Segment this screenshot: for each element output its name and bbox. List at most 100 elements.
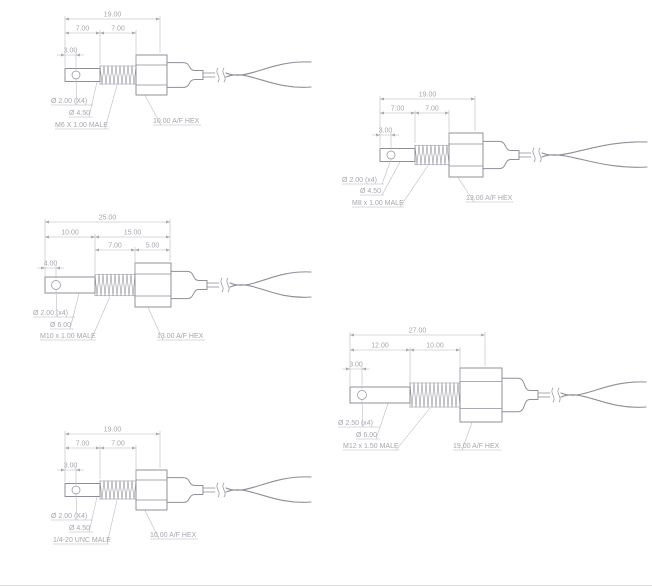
label-thread: M6 X 1.00 MALE [55, 122, 108, 129]
sensor-body [501, 377, 539, 413]
dim-arrow [415, 111, 419, 115]
dim-text-overall: 25.00 [99, 215, 117, 222]
label-dia: Ø 4.50 [360, 188, 381, 195]
cross-hole [357, 390, 367, 400]
dim-text-segB: 7.00 [111, 26, 125, 33]
hex-nut [135, 469, 168, 511]
dim-text-segA: 12.00 [371, 343, 389, 350]
dimension-tipDim: 4.00 [37, 261, 64, 270]
lead-wire [225, 489, 312, 503]
dim-arrow [45, 235, 49, 239]
leader-line [69, 293, 80, 330]
dim-arrow [456, 348, 460, 352]
dimension-segA: 12.00 [350, 343, 410, 352]
label-hole: Ø 2.00 (x4) [33, 310, 68, 317]
hex-nut [135, 54, 168, 96]
dim-arrow [380, 97, 384, 101]
lead-wire [225, 476, 312, 491]
dim-arrow [95, 248, 99, 252]
cross-hole [71, 485, 81, 495]
dim-arrow [95, 235, 99, 239]
probe-tip [349, 386, 411, 404]
label-hex: 10.00 A/F HEX [150, 532, 197, 539]
dimension-tipDim: 3.00 [57, 463, 84, 472]
label-dia: Ø 6.00 [50, 322, 71, 329]
leader-line [75, 494, 78, 521]
probe-tip [44, 276, 96, 294]
dim-arrow [56, 266, 60, 270]
dim-arrow [166, 235, 170, 239]
dim-arrow [406, 348, 410, 352]
break-symbol [220, 277, 230, 293]
dimension-segB: 7.00 [100, 26, 136, 35]
probe-drawing-m6-probe: 19.00 7.00 7.00 3.00 Ø 2.00 (X4) Ø 4.50 M6 X 1… [51, 12, 312, 130]
sensor-body [166, 62, 204, 88]
dim-text-segA: 7.00 [76, 441, 90, 448]
probe-tip [64, 68, 101, 82]
dimension-subB: 5.00 [135, 243, 170, 252]
dim-arrow [131, 248, 135, 252]
label-hex: 19.00 A/F HEX [453, 443, 500, 450]
dim-arrow [471, 97, 475, 101]
thread-profile [94, 273, 136, 297]
thread-profile [409, 382, 461, 408]
dimension-tipDim: 3.00 [342, 362, 370, 371]
dimension-overall: 25.00 [45, 215, 170, 224]
dim-text-tipDim: 3.00 [379, 128, 393, 135]
dim-text-overall: 19.00 [104, 427, 122, 434]
leader-line [106, 499, 118, 545]
dim-arrow [346, 367, 350, 371]
dim-text-segB: 7.00 [111, 441, 125, 448]
dim-text-tipDim: 3.00 [349, 362, 363, 369]
label-hole: Ø 2.00 (X4) [51, 98, 87, 105]
leader-line [88, 81, 98, 118]
break-symbol [216, 67, 226, 83]
label-hole: Ø 2.00 (X4) [51, 513, 87, 520]
leader-line [55, 289, 58, 318]
probe-tip [64, 483, 101, 497]
label-hex: 10.00 A/F HEX [153, 118, 200, 125]
dim-text-segB: 15.00 [124, 230, 142, 237]
leader-line [399, 165, 429, 208]
thread-profile [414, 144, 450, 166]
leader-line [375, 403, 389, 440]
leader-line [144, 95, 162, 126]
dim-arrow [61, 53, 65, 57]
thread-profile [99, 480, 137, 500]
dim-arrow [156, 432, 160, 436]
dim-arrow [362, 367, 366, 371]
dimension-overall: 19.00 [65, 427, 160, 436]
dimension-overall: 27.00 [350, 328, 485, 337]
dim-text-tipDim: 3.00 [64, 48, 78, 55]
dim-arrow [481, 333, 485, 337]
dimension-segB: 10.00 [410, 343, 460, 352]
dimension-segB: 15.00 [95, 230, 170, 239]
label-hex: 13.00 A/F HEX [466, 195, 513, 202]
dimension-segA: 7.00 [65, 26, 100, 35]
label-dia: Ø 4.50 [69, 525, 90, 532]
dim-arrow [410, 348, 414, 352]
dim-arrow [96, 446, 100, 450]
label-dia: Ø 6.00 [356, 432, 377, 439]
dim-text-segA: 7.00 [391, 106, 405, 113]
break-symbol [532, 147, 542, 163]
dim-arrow [166, 248, 170, 252]
dim-arrow [350, 348, 354, 352]
leader-line [104, 84, 118, 130]
label-hex: 13.00 A/F HEX [157, 333, 204, 340]
dim-arrow [350, 333, 354, 337]
thread-profile [99, 65, 137, 85]
dim-text-overall: 27.00 [409, 328, 427, 335]
label-dia: Ø 4.50 [69, 110, 90, 117]
dim-arrow [65, 446, 69, 450]
dim-arrow [156, 17, 160, 21]
dim-arrow [65, 432, 69, 436]
dim-arrow [65, 31, 69, 35]
dimension-overall: 19.00 [65, 12, 160, 21]
dimension-overall: 19.00 [380, 92, 475, 101]
leader-line [75, 79, 78, 106]
dimension-segA: 7.00 [65, 441, 100, 450]
